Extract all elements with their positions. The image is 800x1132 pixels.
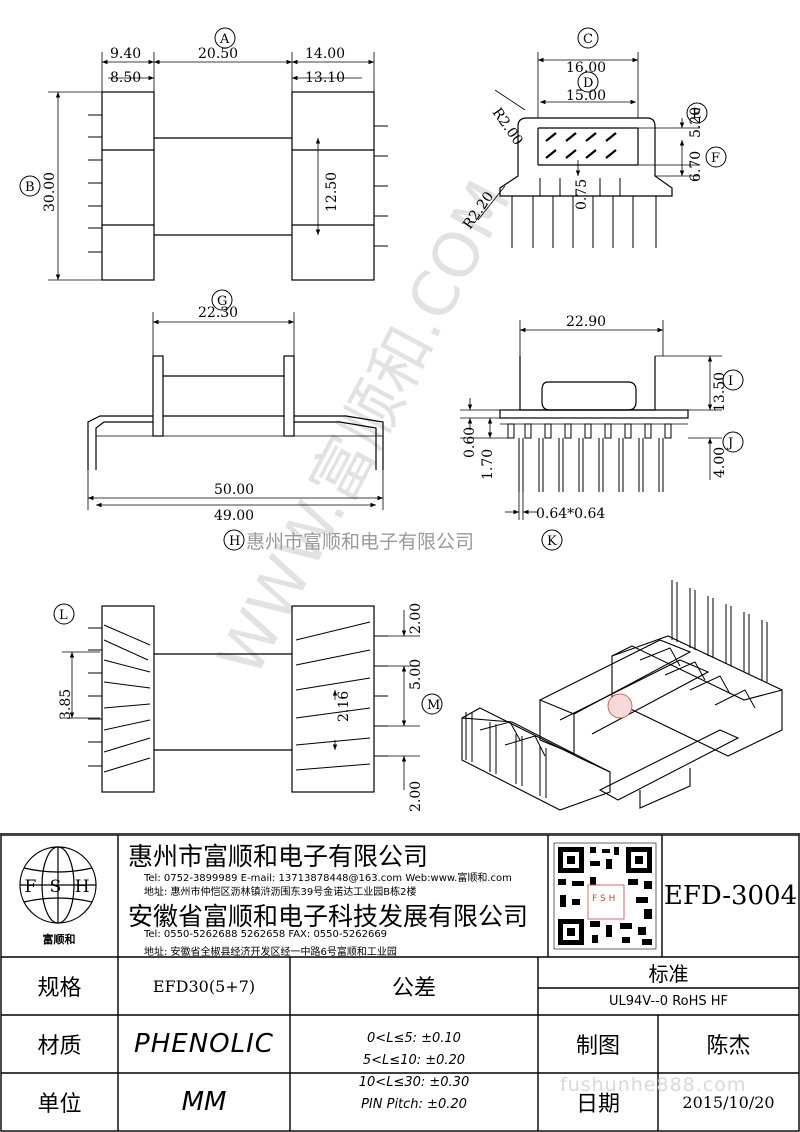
- fsh-logo: [19, 846, 97, 924]
- dim-label: A: [219, 32, 230, 47]
- material-label: 材质: [37, 1034, 82, 1059]
- dim-label: D: [583, 76, 593, 91]
- spec-value: EFD30(5+7): [152, 976, 256, 996]
- tolerance-line: 10<L≤30: ±0.30: [358, 1075, 470, 1090]
- dim-value: 2.00: [408, 781, 424, 812]
- dim-value: 22.90: [566, 314, 606, 330]
- tolerance-line: 5<L≤10: ±0.20: [362, 1053, 466, 1068]
- dim-value: 6.70: [688, 151, 704, 182]
- dim-label: L: [59, 608, 68, 623]
- dim-label: J: [726, 436, 733, 451]
- date-value: 2015/10/20: [682, 1092, 775, 1112]
- dim-value: 3.85: [58, 689, 74, 720]
- date-label: 日期: [575, 1092, 620, 1117]
- dim-value: 49.00: [214, 508, 254, 524]
- standard-value: UL94V--0 RoHS HF: [608, 994, 729, 1009]
- company-name-1: 惠州市富顺和电子有限公司: [128, 842, 429, 871]
- dim-label: H: [229, 534, 240, 549]
- unit-value: MM: [181, 1087, 227, 1117]
- dim-value: 13.10: [305, 70, 345, 86]
- company-tel-2: Tel: 0550-5262688 5262658 FAX: 0550-5262…: [144, 929, 388, 940]
- dim-value: 2.00: [408, 603, 424, 634]
- dim-value: 8.50: [110, 70, 141, 86]
- dim-value: 30.00: [42, 172, 58, 212]
- side-view: [477, 27, 727, 248]
- dim-label: B: [25, 180, 35, 195]
- svg-text:F S H: F S H: [592, 894, 615, 904]
- dim-value: 14.00: [305, 46, 345, 62]
- dim-value: 0.60: [462, 427, 478, 458]
- isometric-view: [461, 580, 783, 811]
- logo-caption: 富顺和: [42, 933, 76, 946]
- dim-value: 50.00: [214, 482, 254, 498]
- watermark-site: fushunhe888.com: [560, 1074, 747, 1096]
- title-block: F S H F S H 富顺和 惠州市富顺和电子有限公司 Tel: 0752-3…: [0, 835, 800, 1132]
- logo-letters: F S H: [24, 877, 94, 897]
- dim-label: E: [692, 107, 702, 122]
- tolerance-line: PIN Pitch: ±0.20: [361, 1097, 467, 1112]
- dim-label: I: [728, 374, 733, 389]
- unit-label: 单位: [37, 1092, 82, 1117]
- pin-view: [460, 320, 744, 551]
- dim-value: 1.70: [480, 449, 496, 480]
- title-block-grid: F S H: [0, 835, 800, 1132]
- dim-value: 2.16: [336, 691, 352, 722]
- part-number: EFD-3004: [663, 881, 798, 911]
- dim-value: 12.50: [324, 172, 340, 212]
- tolerance-label: 公差: [391, 976, 436, 1001]
- dim-value: 15.00: [566, 88, 606, 104]
- company-addr-2: 地址: 安徽省全椒县经济开发区经一中路6号富顺和工业园: [144, 947, 397, 958]
- dim-value: R2.00: [489, 105, 526, 148]
- dim-value: 22.30: [198, 305, 238, 321]
- drafter-label: 制图: [575, 1034, 620, 1059]
- bottom-view: [53, 603, 443, 793]
- watermark-company: 惠州市富顺和电子有限公司: [246, 531, 474, 553]
- dim-value: 0.75: [574, 179, 590, 210]
- top-view: [19, 27, 388, 281]
- dim-value: 5.00: [408, 659, 424, 690]
- drafter-value: 陈杰: [706, 1034, 751, 1059]
- dim-label: F: [711, 151, 720, 166]
- front-view: [87, 289, 384, 551]
- dim-label: K: [547, 534, 557, 549]
- dim-value: 13.50: [712, 372, 728, 412]
- company-tel-1: Tel: 0752-3899989 E-mail: 13713878448@16…: [144, 873, 512, 884]
- technical-drawing: WWW.富顺和.COM A: [0, 27, 800, 835]
- qr-code: F S H: [553, 842, 657, 950]
- standard-label: 标准: [648, 962, 689, 986]
- dim-value: 20.50: [198, 46, 238, 62]
- dim-value: 16.00: [566, 60, 606, 76]
- spec-label: 规格: [37, 976, 82, 1001]
- dim-label: G: [217, 294, 227, 309]
- dim-label: C: [583, 32, 593, 47]
- dim-value: 4.00: [712, 447, 728, 478]
- dim-value: 5.20: [688, 107, 704, 138]
- material-value: PHENOLIC: [134, 1029, 274, 1059]
- dim-label: M: [427, 698, 440, 713]
- company-name-2: 安徽省富顺和电子科技发展有限公司: [128, 902, 529, 931]
- dim-value: 0.64*0.64: [536, 506, 605, 522]
- company-addr-1: 地址: 惠州市仲恺区沥林镇浒沥围东39号金诺达工业园B栋2楼: [144, 887, 417, 898]
- dim-value: 9.40: [110, 46, 141, 62]
- tolerance-line: 0<L≤5: ±0.10: [367, 1031, 461, 1046]
